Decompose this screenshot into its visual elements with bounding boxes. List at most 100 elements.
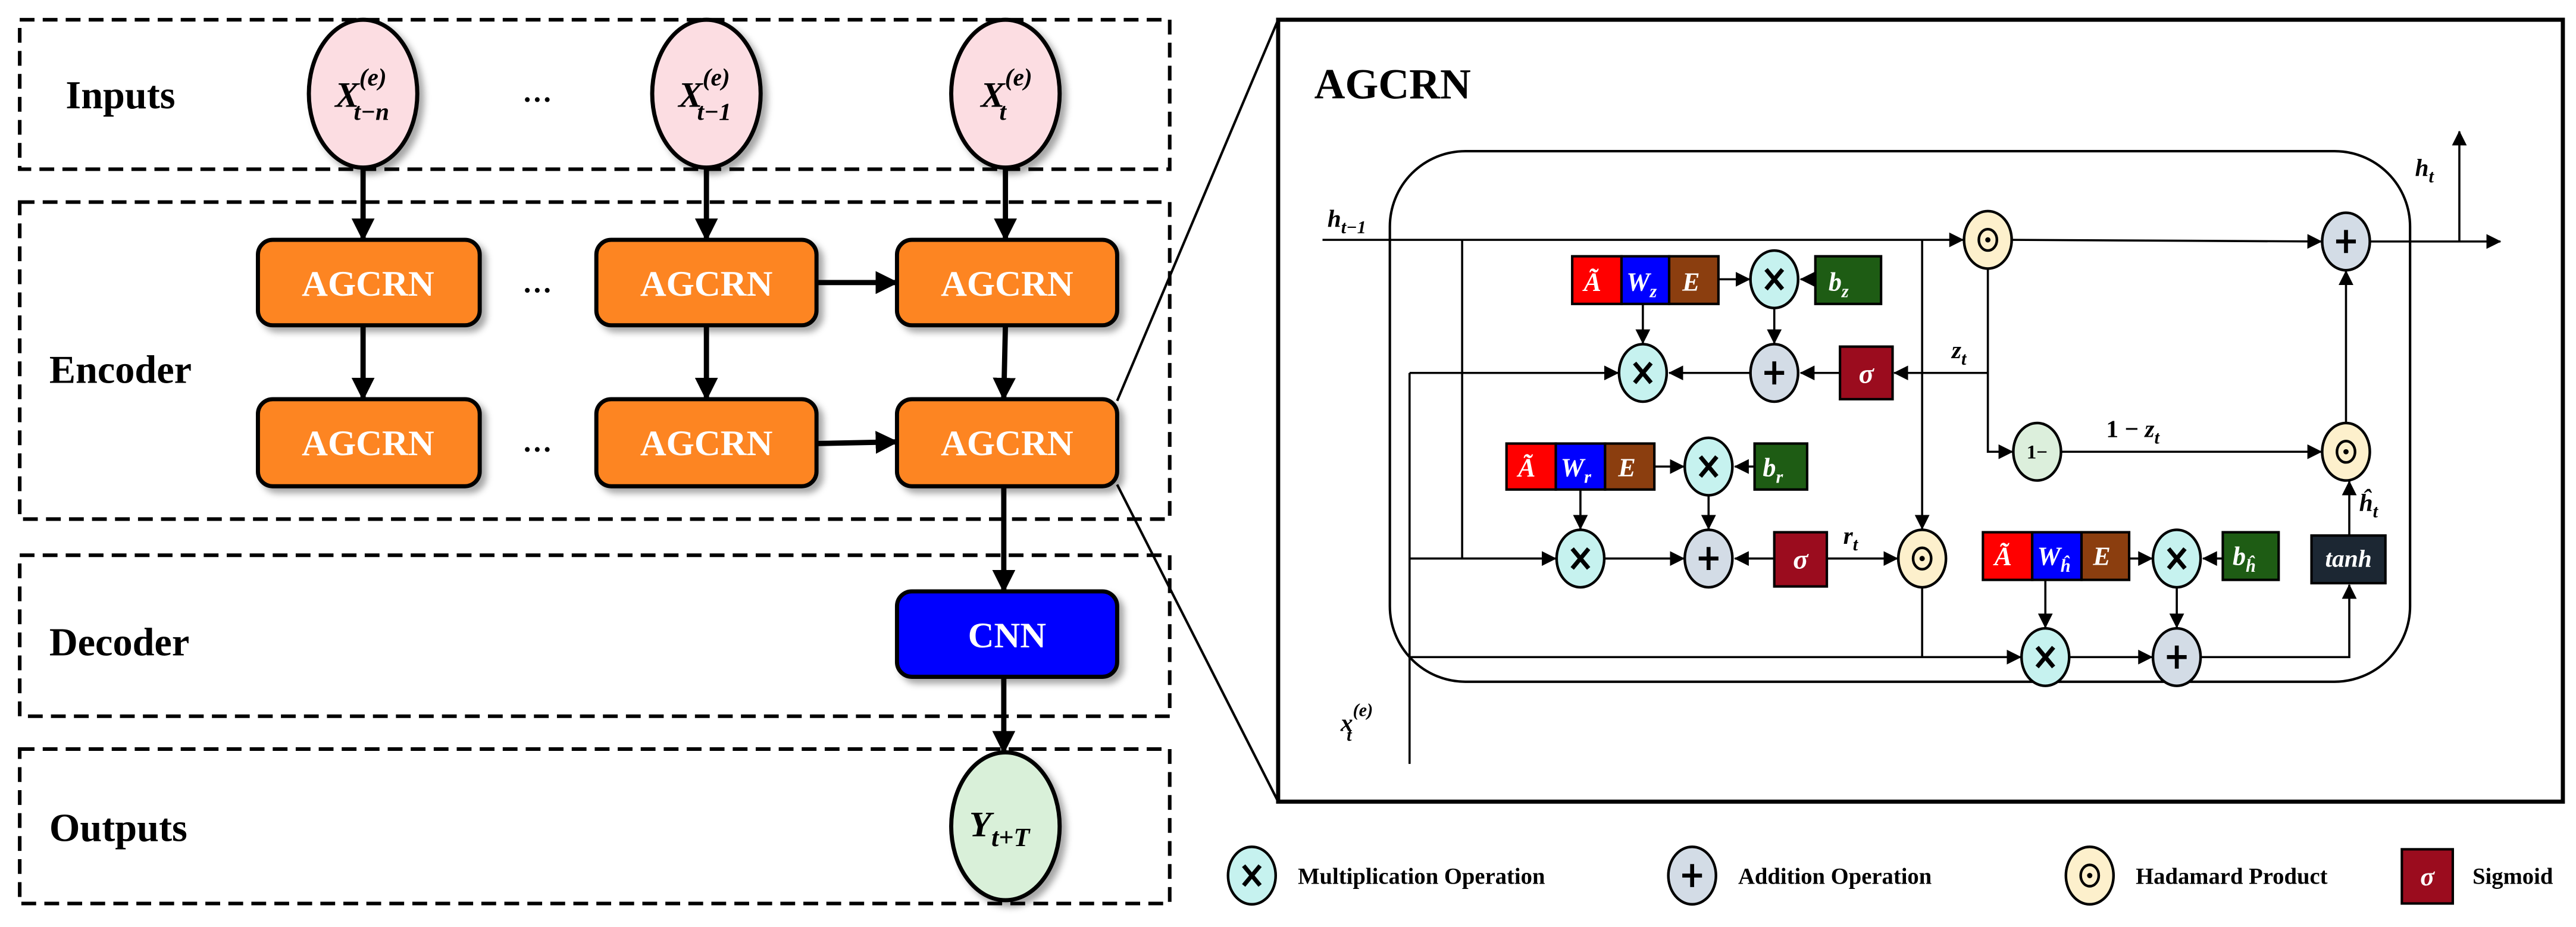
one-minus-z-label: 1 − zt <box>2106 415 2160 447</box>
agcrn-cell-detail: AGCRN <box>1276 17 2565 804</box>
addition-icon <box>1669 847 1716 904</box>
agcrn-block: AGCRN <box>594 237 819 328</box>
svg-text:E: E <box>1682 268 1699 297</box>
addition-icon <box>1685 530 1732 587</box>
multiplication-icon <box>1685 438 1732 496</box>
addition-icon <box>2153 628 2201 686</box>
svg-text:Ã: Ã <box>1582 268 1601 297</box>
agcrn-block: AGCRN <box>894 237 1119 328</box>
legend-item-hadamard: Hadamard Product <box>2066 847 2328 904</box>
multiplication-icon <box>2153 530 2201 587</box>
h-out-label: ht <box>2415 154 2434 186</box>
sigmoid-r: σ <box>1773 531 1829 588</box>
svg-text:AGCRN: AGCRN <box>640 264 773 304</box>
inputs-label: Inputs <box>65 74 175 117</box>
agcrn-block: AGCRN <box>594 397 819 488</box>
encoder-decoder-panel: Inputs Encoder Decoder Outputs X(e)t−n X… <box>18 17 1172 906</box>
legend-item-sigmoid: σ Sigmoid <box>2400 848 2553 905</box>
outputs-section <box>18 747 1172 906</box>
svg-text:bz: bz <box>1829 268 1849 302</box>
svg-text:CNN: CNN <box>968 616 1047 656</box>
hadamard-icon <box>2322 423 2370 481</box>
detail-frame <box>1276 17 2565 804</box>
svg-text:E: E <box>1617 453 1635 483</box>
svg-text:E: E <box>2092 542 2110 571</box>
r-gate-params: Ã Wr E br <box>1505 442 1808 491</box>
agcrn-block-highlighted: AGCRN <box>894 397 1119 488</box>
svg-text:tanh: tanh <box>2325 545 2371 572</box>
svg-text:AGCRN: AGCRN <box>302 424 434 464</box>
sigmoid-z: σ <box>1839 345 1894 400</box>
svg-text:X(e)t−1: X(e)t−1 <box>677 64 731 126</box>
multiplication-icon <box>2021 628 2069 686</box>
multiplication-icon <box>1619 344 1667 402</box>
svg-text:br: br <box>1763 453 1783 487</box>
encoder-label: Encoder <box>49 348 192 392</box>
r-label: rt <box>1843 522 1859 555</box>
flow-arrows <box>351 167 1017 754</box>
outputs-label: Outputs <box>49 807 187 850</box>
svg-text:Wĥ: Wĥ <box>2037 542 2070 576</box>
svg-text:σ: σ <box>2420 862 2435 891</box>
svg-text:1−: 1− <box>2027 441 2048 463</box>
legend-item-multiplication: Multiplication Operation <box>1228 847 1545 904</box>
h-tilde-label: ĥt <box>2359 488 2379 522</box>
h-prev-label: ht−1 <box>1328 205 1366 237</box>
input-node-t-minus-1: X(e)t−1 <box>650 17 763 170</box>
svg-text:AGCRN: AGCRN <box>640 424 773 464</box>
svg-text:Multiplication Operation: Multiplication Operation <box>1298 864 1545 889</box>
z-label: zt <box>1951 336 1967 369</box>
svg-text:AGCRN: AGCRN <box>941 424 1073 464</box>
svg-text:Ã: Ã <box>1993 542 2012 571</box>
cell-boundary <box>1388 149 2412 683</box>
svg-text:AGCRN: AGCRN <box>302 264 434 304</box>
z-gate-params: Ã Wz E bz <box>1571 255 1883 305</box>
encoder-section <box>18 200 1172 521</box>
legend-item-addition: Addition Operation <box>1669 847 1932 904</box>
cnn-block: CNN <box>894 589 1119 679</box>
svg-text:Hadamard Product: Hadamard Product <box>2136 864 2328 889</box>
ellipsis: … <box>522 266 552 299</box>
svg-text:Ã: Ã <box>1516 453 1535 483</box>
svg-text:AGCRN: AGCRN <box>941 264 1073 304</box>
x-input-label: x(e)t <box>1340 700 1373 745</box>
legend: Multiplication Operation Addition Operat… <box>1228 847 2553 904</box>
candidate-params: Ã Wĥ E bĥ <box>1982 531 2280 581</box>
svg-text:σ: σ <box>1859 358 1875 389</box>
cell-wires <box>1322 130 2502 764</box>
svg-text:Yt+T: Yt+T <box>969 804 1031 852</box>
addition-icon <box>1751 344 1798 402</box>
zoom-connector-top <box>1116 19 1279 402</box>
hadamard-icon <box>1964 211 2012 269</box>
svg-text:Wz: Wz <box>1626 268 1657 302</box>
agcrn-block: AGCRN <box>256 397 482 488</box>
input-node-t-minus-n: X(e)t−n <box>306 17 420 170</box>
ellipsis: … <box>522 76 552 108</box>
svg-text:X(e)t: X(e)t <box>979 64 1032 126</box>
hadamard-icon <box>1898 530 1946 587</box>
detail-title: AGCRN <box>1314 61 1471 108</box>
svg-text:X(e)t−n: X(e)t−n <box>334 64 389 126</box>
svg-text:Sigmoid: Sigmoid <box>2472 864 2553 889</box>
tanh-block: tanh <box>2310 534 2387 585</box>
one-minus-node: 1− <box>2012 421 2062 482</box>
addition-icon <box>2322 213 2370 271</box>
multiplication-icon <box>1751 250 1798 308</box>
zoom-connector-bottom <box>1116 484 1279 803</box>
hadamard-icon <box>2066 847 2114 904</box>
multiplication-icon <box>1557 530 1604 587</box>
svg-text:Addition Operation: Addition Operation <box>1738 864 1932 889</box>
sigmoid-icon <box>2400 848 2455 905</box>
svg-text:bĥ: bĥ <box>2233 542 2256 576</box>
inputs-section <box>18 18 1172 171</box>
decoder-label: Decoder <box>49 621 189 665</box>
svg-text:Wr: Wr <box>1561 453 1592 487</box>
ellipsis: … <box>522 425 552 458</box>
svg-text:σ: σ <box>1793 544 1809 575</box>
decoder-section <box>18 553 1172 718</box>
input-node-t: X(e)t <box>949 17 1062 170</box>
output-node: Yt+T <box>949 750 1062 903</box>
agcrn-block: AGCRN <box>256 237 482 328</box>
multiplication-icon <box>1228 847 1276 904</box>
